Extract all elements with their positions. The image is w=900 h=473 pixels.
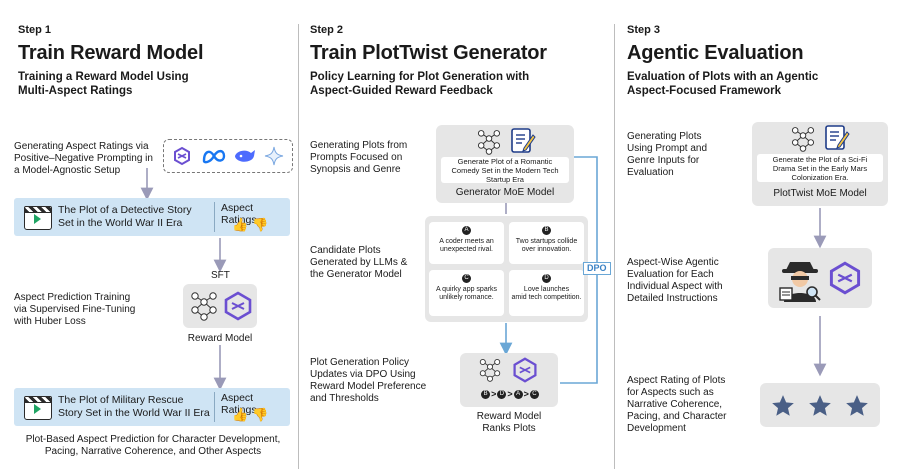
- candidate-text: A coder meets an unexpected rival.: [439, 238, 494, 253]
- step3-label: Step 3: [627, 24, 661, 36]
- divider-2: [614, 24, 615, 469]
- reward-ranks-label: Reward Model Ranks Plots: [476, 411, 542, 434]
- prompt-card: Generate the Plot of a Sci-Fi Drama Set …: [757, 154, 883, 182]
- ranking-row: B > D > A > C: [468, 388, 552, 400]
- sft-label: SFT: [211, 270, 230, 281]
- thumbs-down-icon: 👎: [252, 217, 269, 232]
- prompt-card: Generate Plot of a Romantic Comedy Set i…: [441, 157, 569, 184]
- neural-network-icon: [191, 292, 217, 321]
- rank-item: C: [529, 389, 539, 399]
- candidate-text: Love launches amid tech competition.: [511, 286, 582, 301]
- rank-sep: >: [507, 389, 513, 399]
- aspect-divider-2: [214, 392, 215, 422]
- step1-bottom-caption: Plot-Based Aspect Prediction for Charact…: [25, 434, 281, 457]
- step2-candidate-label: Candidate Plots Generated by LLMs & the …: [310, 245, 408, 280]
- neural-network-icon: [791, 127, 815, 152]
- plot-bar-1: The Plot of a Detective Story Set in the…: [14, 198, 290, 236]
- agent-box: [768, 248, 872, 308]
- whale-logo-icon: [235, 150, 255, 162]
- aspect-ratings-label-2: Aspect Ratings: [221, 392, 257, 416]
- plottwist-box: Generate the Plot of a Sci-Fi Drama Set …: [752, 122, 888, 206]
- hexagon-logo-icon: [829, 261, 861, 295]
- rank-sep: >: [523, 389, 529, 399]
- generator-label: Generator MoE Model: [455, 187, 555, 198]
- candidate-id: C: [462, 274, 471, 283]
- step2-title: Train PlotTwist Generator: [310, 42, 547, 64]
- thumbs-up-icon: 👍: [232, 217, 249, 232]
- star-icon: [772, 395, 794, 416]
- detective-icon: [779, 262, 821, 302]
- neural-network-icon: [477, 130, 501, 155]
- step3-gen-plots-label: Generating Plots Using Prompt and Genre …: [627, 131, 708, 178]
- edit-document-icon: [511, 128, 536, 153]
- candidate-text: Two startups collide over innovation.: [515, 238, 578, 253]
- candidate-card-c: C A quirky app sparks unlikely romance.: [429, 270, 504, 316]
- plot-bar-2: The Plot of Military Rescue Story Set in…: [14, 388, 290, 426]
- ranking-box: B > D > A > C: [460, 353, 558, 407]
- dpo-label: DPO: [583, 262, 611, 275]
- generator-box: Generate Plot of a Romantic Comedy Set i…: [436, 125, 574, 203]
- rank-item: B: [481, 389, 491, 399]
- star-icon: [809, 395, 831, 416]
- step3-title: Agentic Evaluation: [627, 42, 804, 64]
- rank-sep: >: [491, 389, 497, 399]
- dragon-logo-icon: [174, 146, 190, 166]
- step2-policy-label: Plot Generation Policy Updates via DPO U…: [310, 357, 427, 404]
- aspect-ratings-label-1: Aspect Ratings: [221, 202, 257, 226]
- llm-icons-box: [163, 139, 293, 173]
- edit-document-icon: [825, 125, 850, 150]
- divider-1: [298, 24, 299, 469]
- aspect-divider-1: [214, 202, 215, 232]
- rank-item: A: [513, 389, 523, 399]
- candidate-text: A quirky app sparks unlikely romance.: [435, 286, 498, 301]
- film-clapper-icon: [23, 205, 52, 230]
- prompt-text: Generate Plot of a Romantic Comedy Set i…: [451, 157, 559, 184]
- step3-rating-label: Aspect Rating of Plots for Aspects such …: [627, 375, 727, 434]
- thumbs-down-icon: 👎: [252, 407, 269, 422]
- neural-network-icon: [479, 358, 501, 382]
- step3-subtitle: Evaluation of Plots with an Agentic Aspe…: [627, 71, 819, 97]
- candidate-card-d: D Love launches amid tech competition.: [509, 270, 584, 316]
- plot-text-1: The Plot of a Detective Story Set in the…: [58, 204, 192, 229]
- aspect-prediction-label: Aspect Prediction Training via Supervise…: [14, 292, 136, 327]
- reward-model-box: [183, 284, 257, 328]
- step2-label: Step 2: [310, 24, 344, 36]
- candidate-id: B: [542, 226, 551, 235]
- candidates-box: A A coder meets an unexpected rival. B T…: [425, 216, 588, 322]
- reward-model-label: Reward Model: [187, 333, 253, 344]
- hexagon-logo-icon: [224, 291, 252, 321]
- step1-subtitle: Training a Reward Model Using Multi-Aspe…: [18, 71, 189, 97]
- step3-agentic-label: Aspect-Wise Agentic Evaluation for Each …: [627, 257, 723, 304]
- plottwist-label: PlotTwist MoE Model: [773, 188, 867, 199]
- prompt-text: Generate the Plot of a Sci-Fi Drama Set …: [772, 155, 868, 182]
- candidate-id: A: [462, 226, 471, 235]
- star-icon: [846, 395, 868, 416]
- step2-gen-plots-label: Generating Plots from Prompts Focused on…: [310, 140, 408, 175]
- film-clapper-icon: [23, 395, 52, 420]
- plot-text-2: The Plot of Military Rescue Story Set in…: [58, 394, 210, 419]
- rank-item: D: [497, 389, 507, 399]
- meta-logo-icon: [202, 149, 226, 164]
- hexagon-logo-icon: [513, 357, 537, 383]
- candidate-id: D: [542, 274, 551, 283]
- step2-subtitle: Policy Learning for Plot Generation with…: [310, 71, 530, 97]
- candidate-card-b: B Two startups collide over innovation.: [509, 222, 584, 264]
- thumbs-up-icon: 👍: [232, 407, 249, 422]
- step1-label: Step 1: [18, 24, 52, 36]
- step1-gen-ratings-label: Generating Aspect Ratings via Positive–N…: [14, 141, 153, 176]
- candidate-card-a: A A coder meets an unexpected rival.: [429, 222, 504, 264]
- step1-title: Train Reward Model: [18, 42, 204, 64]
- sparkle-logo-icon: [264, 146, 284, 166]
- stars-box: [760, 383, 880, 427]
